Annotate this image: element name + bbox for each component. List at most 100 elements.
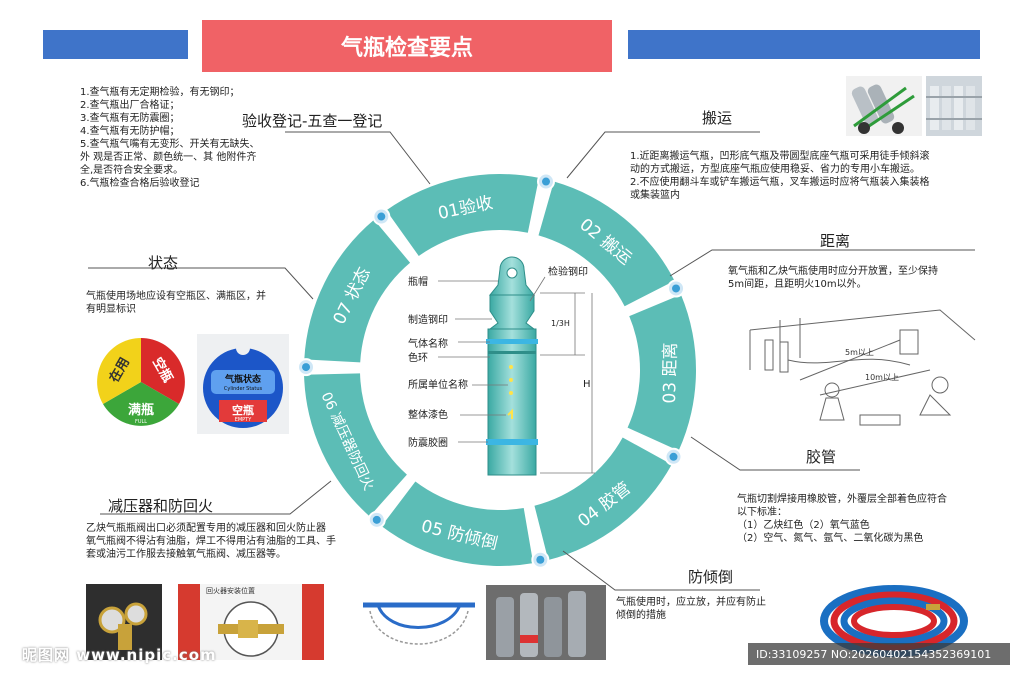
s01-line: 5.查气瓶气嘴有无变形、开关有无缺失、 bbox=[80, 139, 260, 150]
s06-line: 套或油污工作服去接触氧气瓶阀、减压器等。 bbox=[86, 549, 286, 560]
header-band-right bbox=[628, 30, 980, 59]
cyl-label-gas-name: 气体名称 bbox=[408, 339, 448, 350]
body-mark bbox=[509, 378, 513, 382]
tag-sub: Cylinder Status bbox=[224, 386, 263, 392]
ring-dot-core bbox=[669, 452, 678, 461]
header-band-left bbox=[43, 30, 188, 59]
page-title: 气瓶检查要点 bbox=[202, 20, 612, 72]
s06-text: 乙炔气瓶瓶阀出口必须配置专用的减压器和回火防止器 氧气瓶阀不得沾有油脂，焊工不得… bbox=[86, 522, 376, 561]
s02-line: 1.近距离搬运气瓶，凹形底气瓶及带圆型底座气瓶可采用徒手倾斜滚 bbox=[630, 151, 930, 162]
s01-line: 1.查气瓶有无定期检验，有无钢印； bbox=[80, 87, 240, 98]
s02-line: 2.不应使用翻斗车或铲车搬运气瓶，叉车搬运时应将气瓶装入集装格 bbox=[630, 177, 930, 188]
ring-segment bbox=[386, 174, 539, 256]
cylinders-group-photo bbox=[486, 585, 606, 660]
regulator-photo bbox=[86, 584, 162, 660]
connector-lines bbox=[88, 131, 975, 591]
connector-01 bbox=[285, 131, 431, 185]
cylinder-illustration bbox=[438, 256, 595, 476]
chain-bracket-photo bbox=[358, 585, 480, 660]
s06-line: 乙炔气瓶瓶阀出口必须配置专用的减压器和回火防止器 bbox=[86, 523, 326, 534]
connector-07 bbox=[88, 267, 314, 300]
s01-line: 全,是否符合安全要求。 bbox=[80, 165, 184, 176]
cyl-dim-h: H bbox=[583, 379, 591, 390]
cylinder-neck bbox=[488, 294, 536, 330]
s04-line: 气瓶切割焊接用橡胶管，外覆层全部着色应符合 bbox=[737, 494, 947, 505]
s02-title: 搬运 bbox=[702, 109, 733, 127]
body-mark bbox=[509, 391, 513, 395]
cyl-label-owner: 所属单位名称 bbox=[408, 380, 468, 391]
ring-segments bbox=[304, 174, 696, 566]
tag-empty: 空瓶 bbox=[232, 403, 254, 417]
cap-hole bbox=[506, 267, 518, 279]
cyl-label-cap: 瓶帽 bbox=[408, 277, 428, 288]
s07-line: 气瓶使用场地应设有空瓶区、满瓶区，并 bbox=[86, 291, 266, 302]
color-band bbox=[488, 351, 536, 354]
s01-line: 2.查气瓶出厂合格证； bbox=[80, 100, 180, 111]
s01-line: 4.查气瓶有无防护帽； bbox=[80, 126, 180, 137]
ring-segment bbox=[304, 373, 407, 517]
s03-line: 5m间距，且距明火10m以外。 bbox=[728, 279, 867, 290]
disc-full-en: FULL bbox=[135, 419, 147, 425]
ring-segment bbox=[627, 294, 696, 451]
shock-ring-bottom bbox=[486, 439, 538, 445]
s01-line: 6.气瓶检查合格后验收登记 bbox=[80, 178, 200, 189]
s05-title: 防倾倒 bbox=[688, 568, 734, 586]
distance-label-5m: 5m以上 bbox=[845, 348, 874, 357]
ring-segment bbox=[381, 481, 534, 566]
ring-dot-core bbox=[536, 555, 545, 564]
cylinder-rack-photo bbox=[926, 76, 982, 136]
distance-sketch: 5m以上 10m以上 bbox=[740, 300, 980, 440]
s01-title: 验收登记-五查一登记 bbox=[242, 112, 383, 130]
flashback-caption: 回火器安装位置 bbox=[206, 587, 255, 595]
s01-line: 外 观是否正常、颜色统一、其 他附件齐 bbox=[80, 152, 257, 163]
status-disc: 空瓶 满瓶 FULL 在用 bbox=[97, 338, 185, 426]
tag-title: 气瓶状态 bbox=[224, 373, 261, 385]
s02-line: 动的方式搬运，方型底座气瓶应使用稳妥、省力的专用小车搬运。 bbox=[630, 164, 920, 175]
s05-line: 气瓶使用时，应立放，并应有防止 bbox=[616, 597, 766, 608]
cyl-label-paint: 整体漆色 bbox=[408, 410, 448, 421]
page-title-text: 气瓶检查要点 bbox=[340, 36, 473, 61]
ring-dot-core bbox=[541, 177, 550, 186]
image-id-bar: ID:33109257 NO:20260402154352369101 bbox=[748, 643, 1010, 665]
ring-dot-core bbox=[302, 363, 311, 372]
disc-full: 满瓶 bbox=[128, 402, 154, 418]
ring-segment bbox=[304, 219, 411, 363]
s01-text: 1.查气瓶有无定期检验，有无钢印； 2.查气瓶出厂合格证； 3.查气瓶有无防震圈… bbox=[80, 86, 290, 190]
cyl-label-color-ring: 色环 bbox=[408, 353, 428, 364]
ring-segment-label: 03 距离 bbox=[660, 341, 681, 404]
s07-text: 气瓶使用场地应设有空瓶区、满瓶区，并 有明显标识 bbox=[86, 290, 306, 316]
body-mark bbox=[507, 408, 513, 419]
cyl-label-inspect-stamp: 检验钢印 bbox=[548, 267, 588, 278]
s02-text: 1.近距离搬运气瓶，凹形底气瓶及带圆型底座气瓶可采用徒手倾斜滚 动的方式搬运，方… bbox=[630, 150, 970, 202]
ring-dots bbox=[297, 172, 686, 569]
cyl-label-maker-stamp: 制造钢印 bbox=[408, 315, 448, 326]
cylinder-body bbox=[487, 328, 537, 476]
s05-text: 气瓶使用时，应立放，并应有防止 倾倒的措施 bbox=[616, 596, 796, 622]
cylinder-leaders bbox=[438, 276, 595, 474]
hand-truck-photo bbox=[846, 76, 922, 136]
s05-line: 倾倒的措施 bbox=[616, 610, 666, 621]
s02-line: 或集装篮内 bbox=[630, 190, 680, 201]
ring-dot-core bbox=[372, 515, 381, 524]
connector-05 bbox=[562, 550, 760, 591]
body-mark bbox=[509, 365, 513, 369]
ring-dot-core bbox=[377, 212, 386, 221]
s03-text: 氧气瓶和乙炔气瓶使用时应分开放置，至少保持 5m间距，且距明火10m以外。 bbox=[728, 265, 988, 291]
cyl-label-shock-ring: 防震胶圈 bbox=[408, 438, 448, 449]
s03-title: 距离 bbox=[820, 232, 851, 250]
ring-segment bbox=[534, 437, 672, 560]
s07-title: 状态 bbox=[148, 254, 179, 272]
distance-label-10m: 10m以上 bbox=[865, 373, 899, 382]
cyl-dim-third: 1/3H bbox=[551, 319, 570, 328]
s01-line: 3.查气瓶有无防震圈； bbox=[80, 113, 180, 124]
shock-ring-top bbox=[486, 339, 538, 344]
s06-title: 减压器和防回火 bbox=[108, 497, 214, 515]
connector-02 bbox=[566, 131, 760, 179]
ring-dot-core bbox=[672, 284, 681, 293]
ring-segment bbox=[538, 181, 675, 307]
s04-text: 气瓶切割焊接用橡胶管，外覆层全部着色应符合 以下标准： （1）乙炔红色（2）氧气… bbox=[737, 493, 997, 545]
s04-line: 以下标准： bbox=[737, 507, 787, 518]
tag-empty-en: EMPTY bbox=[235, 417, 253, 423]
site-watermark: 昵图网 www.nipic.com bbox=[22, 646, 217, 664]
